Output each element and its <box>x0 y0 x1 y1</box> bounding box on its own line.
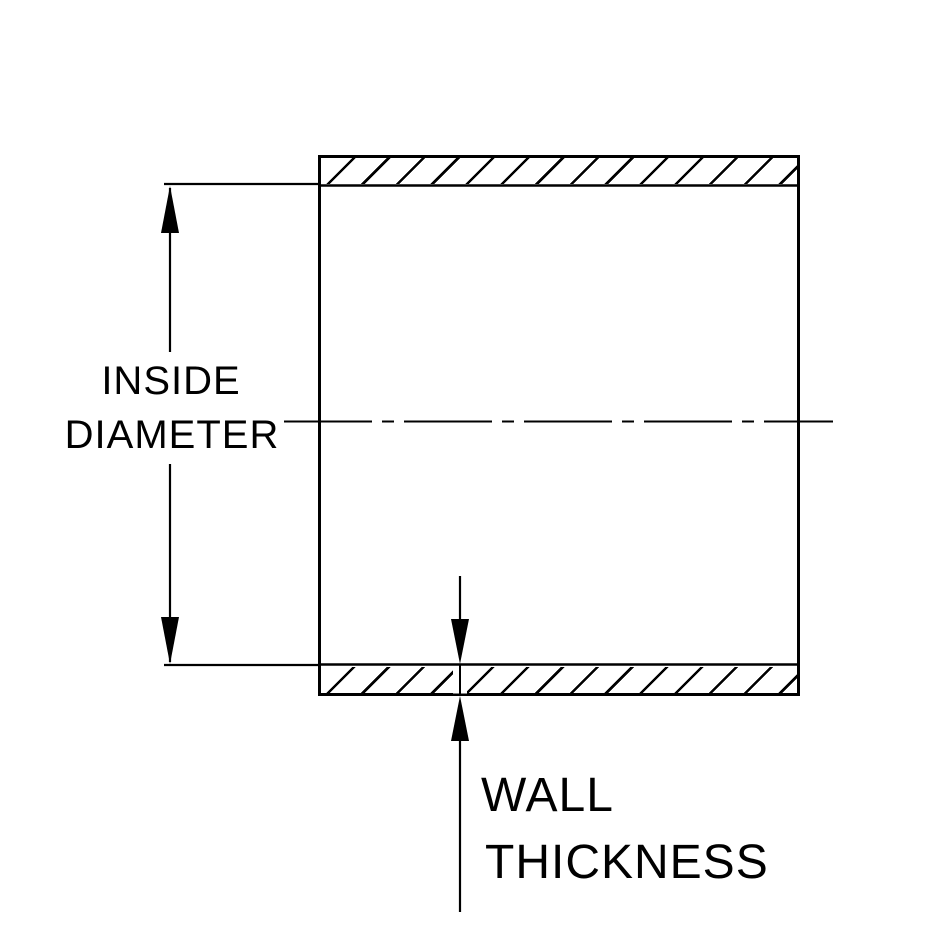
arrowhead-up-icon <box>161 186 179 233</box>
inside-diameter-label-line1: INSIDE <box>101 359 241 403</box>
arrowhead-down-icon <box>161 617 179 664</box>
wt-arrowhead-up-icon <box>451 696 469 741</box>
inside-diameter-label-line2: DIAMETER <box>64 413 280 457</box>
bottom-wall-hatch <box>321 667 797 693</box>
wall-thickness-label-line1: WALL <box>481 769 614 822</box>
top-wall-hatch <box>321 158 797 184</box>
wt-arrowhead-down-icon <box>451 619 469 664</box>
wall-thickness-label-line2: THICKNESS <box>485 836 769 889</box>
tube-outline <box>318 155 800 696</box>
